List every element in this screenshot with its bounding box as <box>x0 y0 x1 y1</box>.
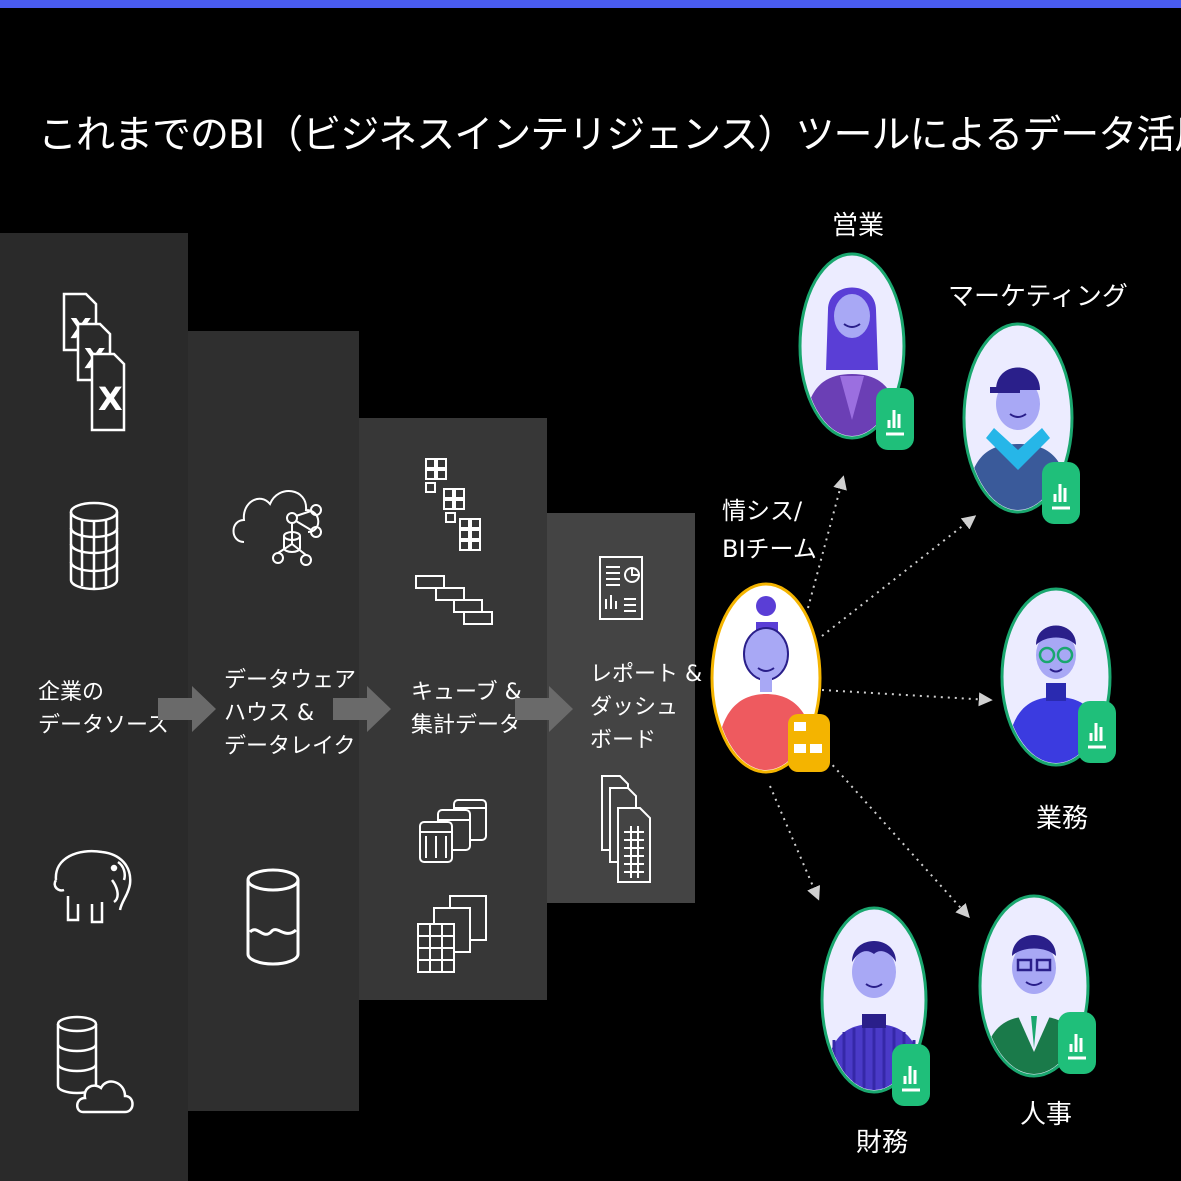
stage-label-cubes: キューブ & 集計データ <box>411 680 522 738</box>
marketing-avatar <box>962 322 1080 524</box>
dashboard-icon <box>599 556 643 620</box>
database-icon <box>69 501 119 591</box>
stage-label-sources: 企業の データソース <box>38 680 169 738</box>
olap-cubes-icon <box>419 799 487 863</box>
arrow-2-icon <box>333 686 391 732</box>
link-to-hr <box>827 759 970 919</box>
svg-text:X: X <box>98 380 123 418</box>
data-lake-icon <box>246 868 300 966</box>
hr-avatar <box>978 894 1096 1078</box>
sales-avatar <box>798 252 914 450</box>
label-marketing: マーケティング <box>948 282 1128 312</box>
link-to-marketing <box>821 515 977 637</box>
page-title: これまでのBI（ビジネスインテリジェンス）ツールによるデータ活用 <box>38 113 1181 158</box>
bi-team-avatar <box>710 582 830 774</box>
cube-grid-icon <box>425 458 481 551</box>
link-to-sales <box>807 475 847 609</box>
label-finance: 財務 <box>856 1128 909 1158</box>
stacked-tables-icon <box>417 895 487 973</box>
finance-avatar <box>820 906 930 1106</box>
link-to-finance <box>769 785 821 901</box>
stage-label-reports: レポート & ダッシュ ボード <box>590 662 703 753</box>
top-accent-bar <box>0 0 1181 8</box>
link-to-business <box>821 689 993 707</box>
hierarchy-steps-icon <box>415 575 493 625</box>
label-sales: 営業 <box>832 211 885 241</box>
hadoop-elephant-icon <box>53 849 132 924</box>
cloud-network-icon <box>232 490 322 566</box>
stage-label-warehouse: データウェア ハウス & データレイク <box>224 668 357 759</box>
panel-data-warehouse <box>188 331 359 1111</box>
label-business: 業務 <box>1036 804 1089 834</box>
report-documents-icon <box>601 775 651 883</box>
arrow-1-icon <box>158 686 216 732</box>
business-avatar <box>1000 587 1116 767</box>
label-hr: 人事 <box>1020 1100 1073 1130</box>
excel-files-icon: X X X <box>62 292 126 432</box>
cloud-database-icon <box>56 1015 134 1114</box>
hub-label: 情シス/ BIチーム <box>722 497 817 563</box>
arrow-3-icon <box>515 686 573 732</box>
